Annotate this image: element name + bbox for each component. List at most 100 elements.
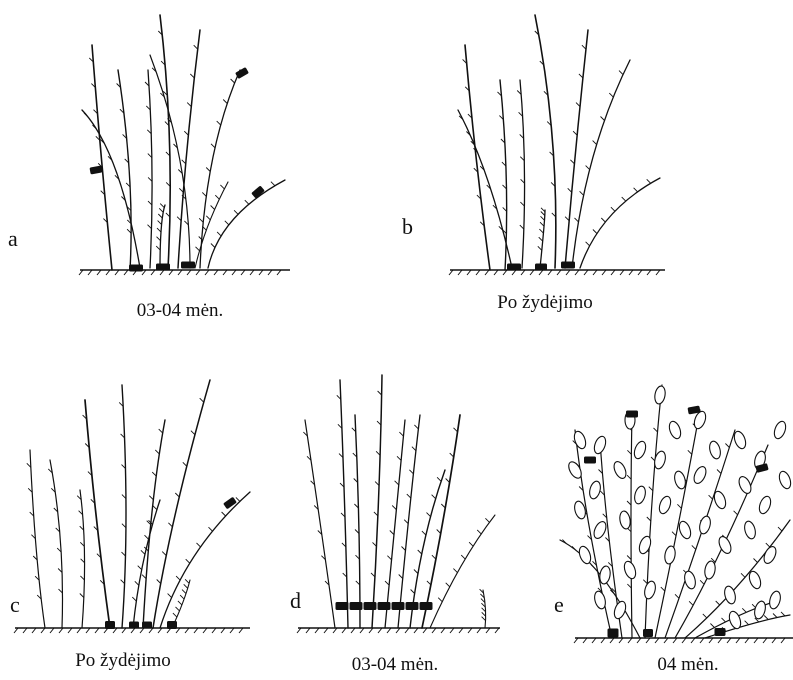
cut-mark: [420, 602, 433, 610]
leaf: [683, 570, 697, 590]
panel-d-shrub: [297, 375, 500, 633]
stem: [118, 70, 131, 270]
stem-buds: [48, 469, 62, 593]
stem-buds: [199, 79, 234, 222]
leaf: [762, 545, 779, 566]
leaf: [664, 545, 677, 564]
stem: [160, 492, 250, 628]
panel-d-caption: 03-04 mėn.: [352, 654, 439, 676]
leaf: [753, 600, 767, 620]
stem-buds: [517, 91, 524, 230]
cut-mark: [350, 602, 363, 610]
stem: [355, 415, 360, 628]
cut-mark: [167, 621, 177, 629]
stem: [305, 420, 335, 628]
leaf: [643, 580, 657, 600]
leaf: [612, 460, 629, 481]
stem-buds: [385, 432, 403, 585]
panel-a-caption: 03-04 mėn.: [137, 300, 224, 322]
leaf: [704, 560, 717, 579]
stem: [520, 80, 525, 268]
stem-buds: [535, 31, 556, 217]
leaf: [737, 475, 754, 496]
stem: [422, 415, 460, 628]
stem: [665, 430, 735, 638]
cut-mark: [129, 622, 139, 629]
panel-c-letter: c: [10, 592, 20, 618]
cut-mark: [561, 262, 575, 269]
cut-mark: [584, 457, 596, 464]
cut-mark: [142, 622, 152, 629]
leaf: [654, 385, 667, 404]
leaf: [708, 440, 722, 460]
stem-buds: [173, 579, 189, 617]
leaf: [673, 470, 687, 490]
cut-mark: [129, 265, 143, 272]
leaf: [657, 495, 673, 515]
leaf: [622, 560, 638, 580]
leaf: [592, 520, 609, 541]
stem: [465, 45, 490, 270]
cut-mark: [392, 602, 405, 610]
cut-mark: [336, 602, 349, 610]
cut-mark: [608, 629, 619, 638]
cut-mark: [715, 628, 726, 636]
leaf: [717, 535, 734, 556]
cut-mark: [507, 264, 521, 271]
cut-mark: [643, 629, 653, 637]
cut-mark: [535, 264, 547, 271]
leaf: [593, 590, 607, 610]
leaf: [757, 495, 773, 515]
leaf: [768, 590, 782, 610]
panel-e-shrub: [560, 385, 793, 643]
stem-buds: [459, 116, 503, 231]
panel-a-letter: a: [8, 226, 18, 252]
stem: [572, 60, 630, 268]
stem: [580, 178, 660, 268]
leaf: [743, 520, 757, 540]
cut-mark: [406, 602, 419, 610]
panel-b-caption: Po žydėjimo: [497, 292, 593, 314]
leaf: [667, 420, 683, 440]
leaf: [637, 535, 653, 555]
stem-buds: [77, 496, 84, 598]
panel-b-shrub: [449, 15, 665, 275]
stem: [122, 385, 126, 628]
leaf: [677, 520, 693, 540]
leaf: [599, 565, 612, 584]
cut-mark: [223, 497, 237, 510]
leaf: [572, 430, 588, 450]
stem: [560, 540, 640, 638]
leaf: [772, 420, 788, 440]
stem: [398, 415, 420, 628]
stem: [148, 70, 152, 268]
panel-c-caption: Po žydėjimo: [75, 650, 171, 672]
leaf: [777, 470, 793, 490]
stem: [143, 420, 165, 628]
leaf: [577, 545, 593, 565]
cut-mark: [181, 262, 195, 269]
stem: [535, 15, 556, 268]
stem: [160, 205, 165, 268]
cut-mark: [105, 621, 115, 629]
leaf: [612, 600, 628, 620]
leaf: [653, 450, 667, 470]
panel-b-letter: b: [402, 214, 413, 240]
stem-buds: [196, 185, 225, 251]
cut-mark: [89, 166, 102, 175]
leaf: [692, 465, 709, 486]
stem: [208, 180, 285, 268]
leaf: [619, 510, 632, 529]
panel-e-caption: 04 mėn.: [657, 654, 718, 676]
leaf: [633, 485, 647, 505]
cut-mark: [364, 602, 377, 610]
stem: [340, 380, 348, 628]
stem-buds: [145, 82, 152, 229]
panel-d-letter: d: [290, 588, 301, 614]
panel-e-letter: e: [554, 592, 564, 618]
panel-a-shrub: [79, 15, 290, 275]
stem: [50, 460, 63, 628]
stem: [372, 375, 382, 628]
stem: [385, 420, 405, 628]
